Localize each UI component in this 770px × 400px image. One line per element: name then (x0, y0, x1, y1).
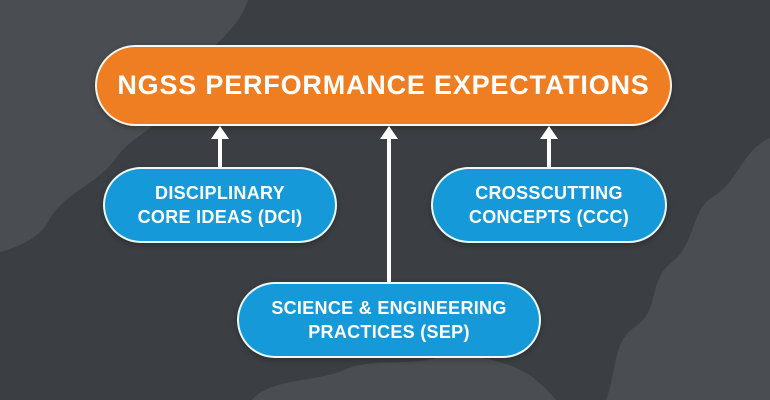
node-disciplinary-core-ideas: DISCIPLINARY CORE IDEAS (DCI) (103, 167, 337, 243)
arrow-shaft (547, 139, 551, 167)
arrow-ccc-to-ngss (540, 126, 558, 167)
node-ngss-label: NGSS PERFORMANCE EXPECTATIONS (117, 70, 650, 100)
node-ccc-label: CROSSCUTTING CONCEPTS (CCC) (468, 182, 630, 227)
background-blob-bottom-center (252, 355, 556, 400)
arrow-head-icon (211, 126, 229, 139)
arrow-shaft (387, 139, 391, 282)
node-ngss-performance-expectations: NGSS PERFORMANCE EXPECTATIONS (95, 45, 672, 126)
background-blob-bottom-right (606, 138, 770, 400)
node-sep-label: SCIENCE & ENGINEERING PRACTICES (SEP) (271, 297, 507, 342)
node-crosscutting-concepts: CROSSCUTTING CONCEPTS (CCC) (431, 167, 667, 243)
arrow-sep-to-ngss (380, 126, 398, 282)
arrow-head-icon (380, 126, 398, 139)
arrow-shaft (218, 139, 222, 167)
arrow-dci-to-ngss (211, 126, 229, 167)
node-dci-label: DISCIPLINARY CORE IDEAS (DCI) (137, 182, 303, 227)
arrow-head-icon (540, 126, 558, 139)
node-science-engineering-practices: SCIENCE & ENGINEERING PRACTICES (SEP) (237, 282, 541, 358)
